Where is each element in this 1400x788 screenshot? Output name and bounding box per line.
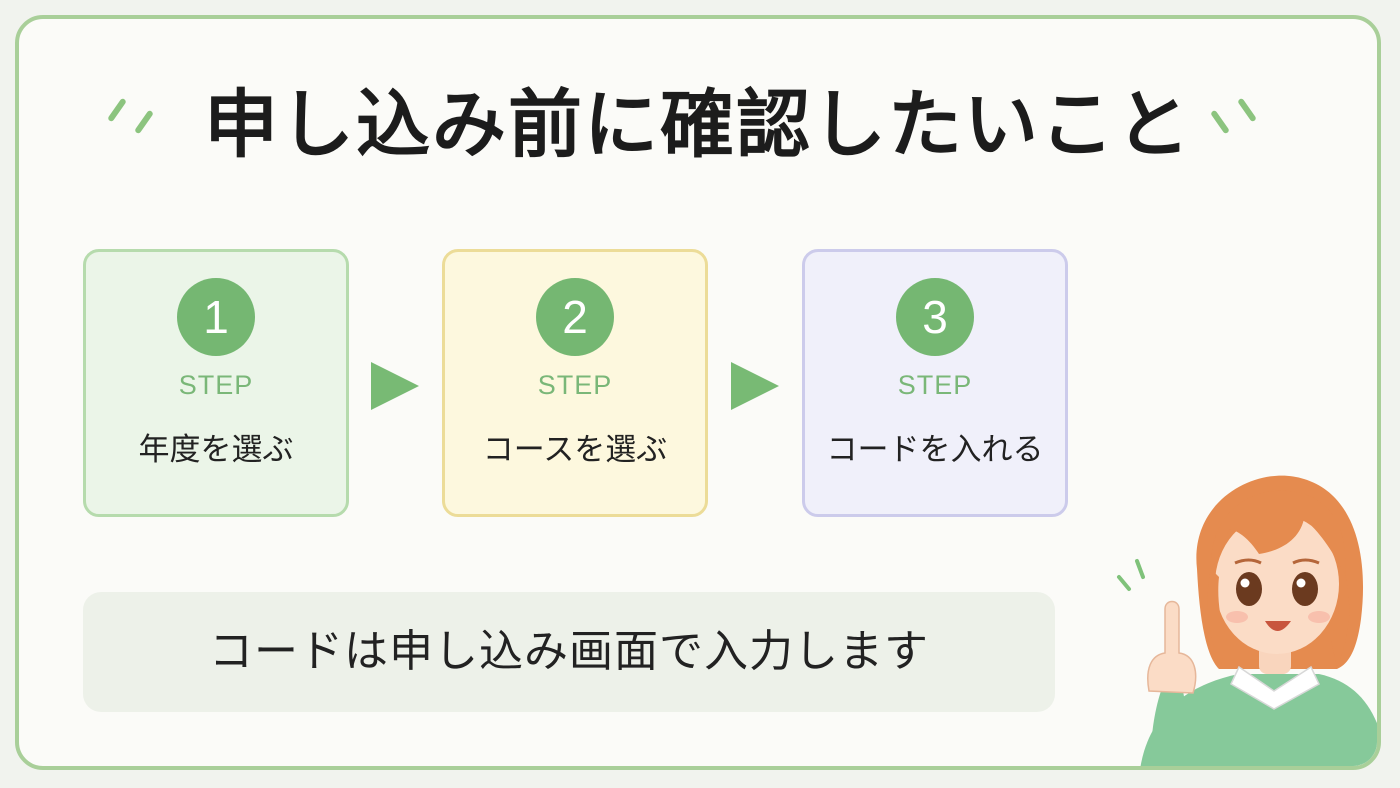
slide-frame: 申し込み前に確認したいこと 1 STEP 年度を選ぶ 2 STEP コースを選ぶ… <box>15 15 1381 770</box>
step-text: コースを選ぶ <box>482 432 668 468</box>
step-card-2: 2 STEP コースを選ぶ <box>442 249 708 517</box>
step-text: コードを入れる <box>826 432 1044 468</box>
arrow-right-icon <box>371 362 419 410</box>
step-label: STEP <box>897 370 973 400</box>
pointing-girl-illustration <box>1117 475 1377 766</box>
arrow-right-icon <box>731 362 779 410</box>
step-number-badge: 3 <box>896 278 974 356</box>
step-text: 年度を選ぶ <box>138 432 294 468</box>
step-label: STEP <box>178 370 254 400</box>
step-card-3: 3 STEP コードを入れる <box>802 249 1068 517</box>
slide-title: 申し込み前に確認したいこと <box>204 82 1192 168</box>
step-number-badge: 2 <box>536 278 614 356</box>
note-box: コードは申し込み画面で入力します <box>83 592 1055 712</box>
step-card-1: 1 STEP 年度を選ぶ <box>83 249 349 517</box>
step-label: STEP <box>537 370 613 400</box>
step-number-badge: 1 <box>177 278 255 356</box>
